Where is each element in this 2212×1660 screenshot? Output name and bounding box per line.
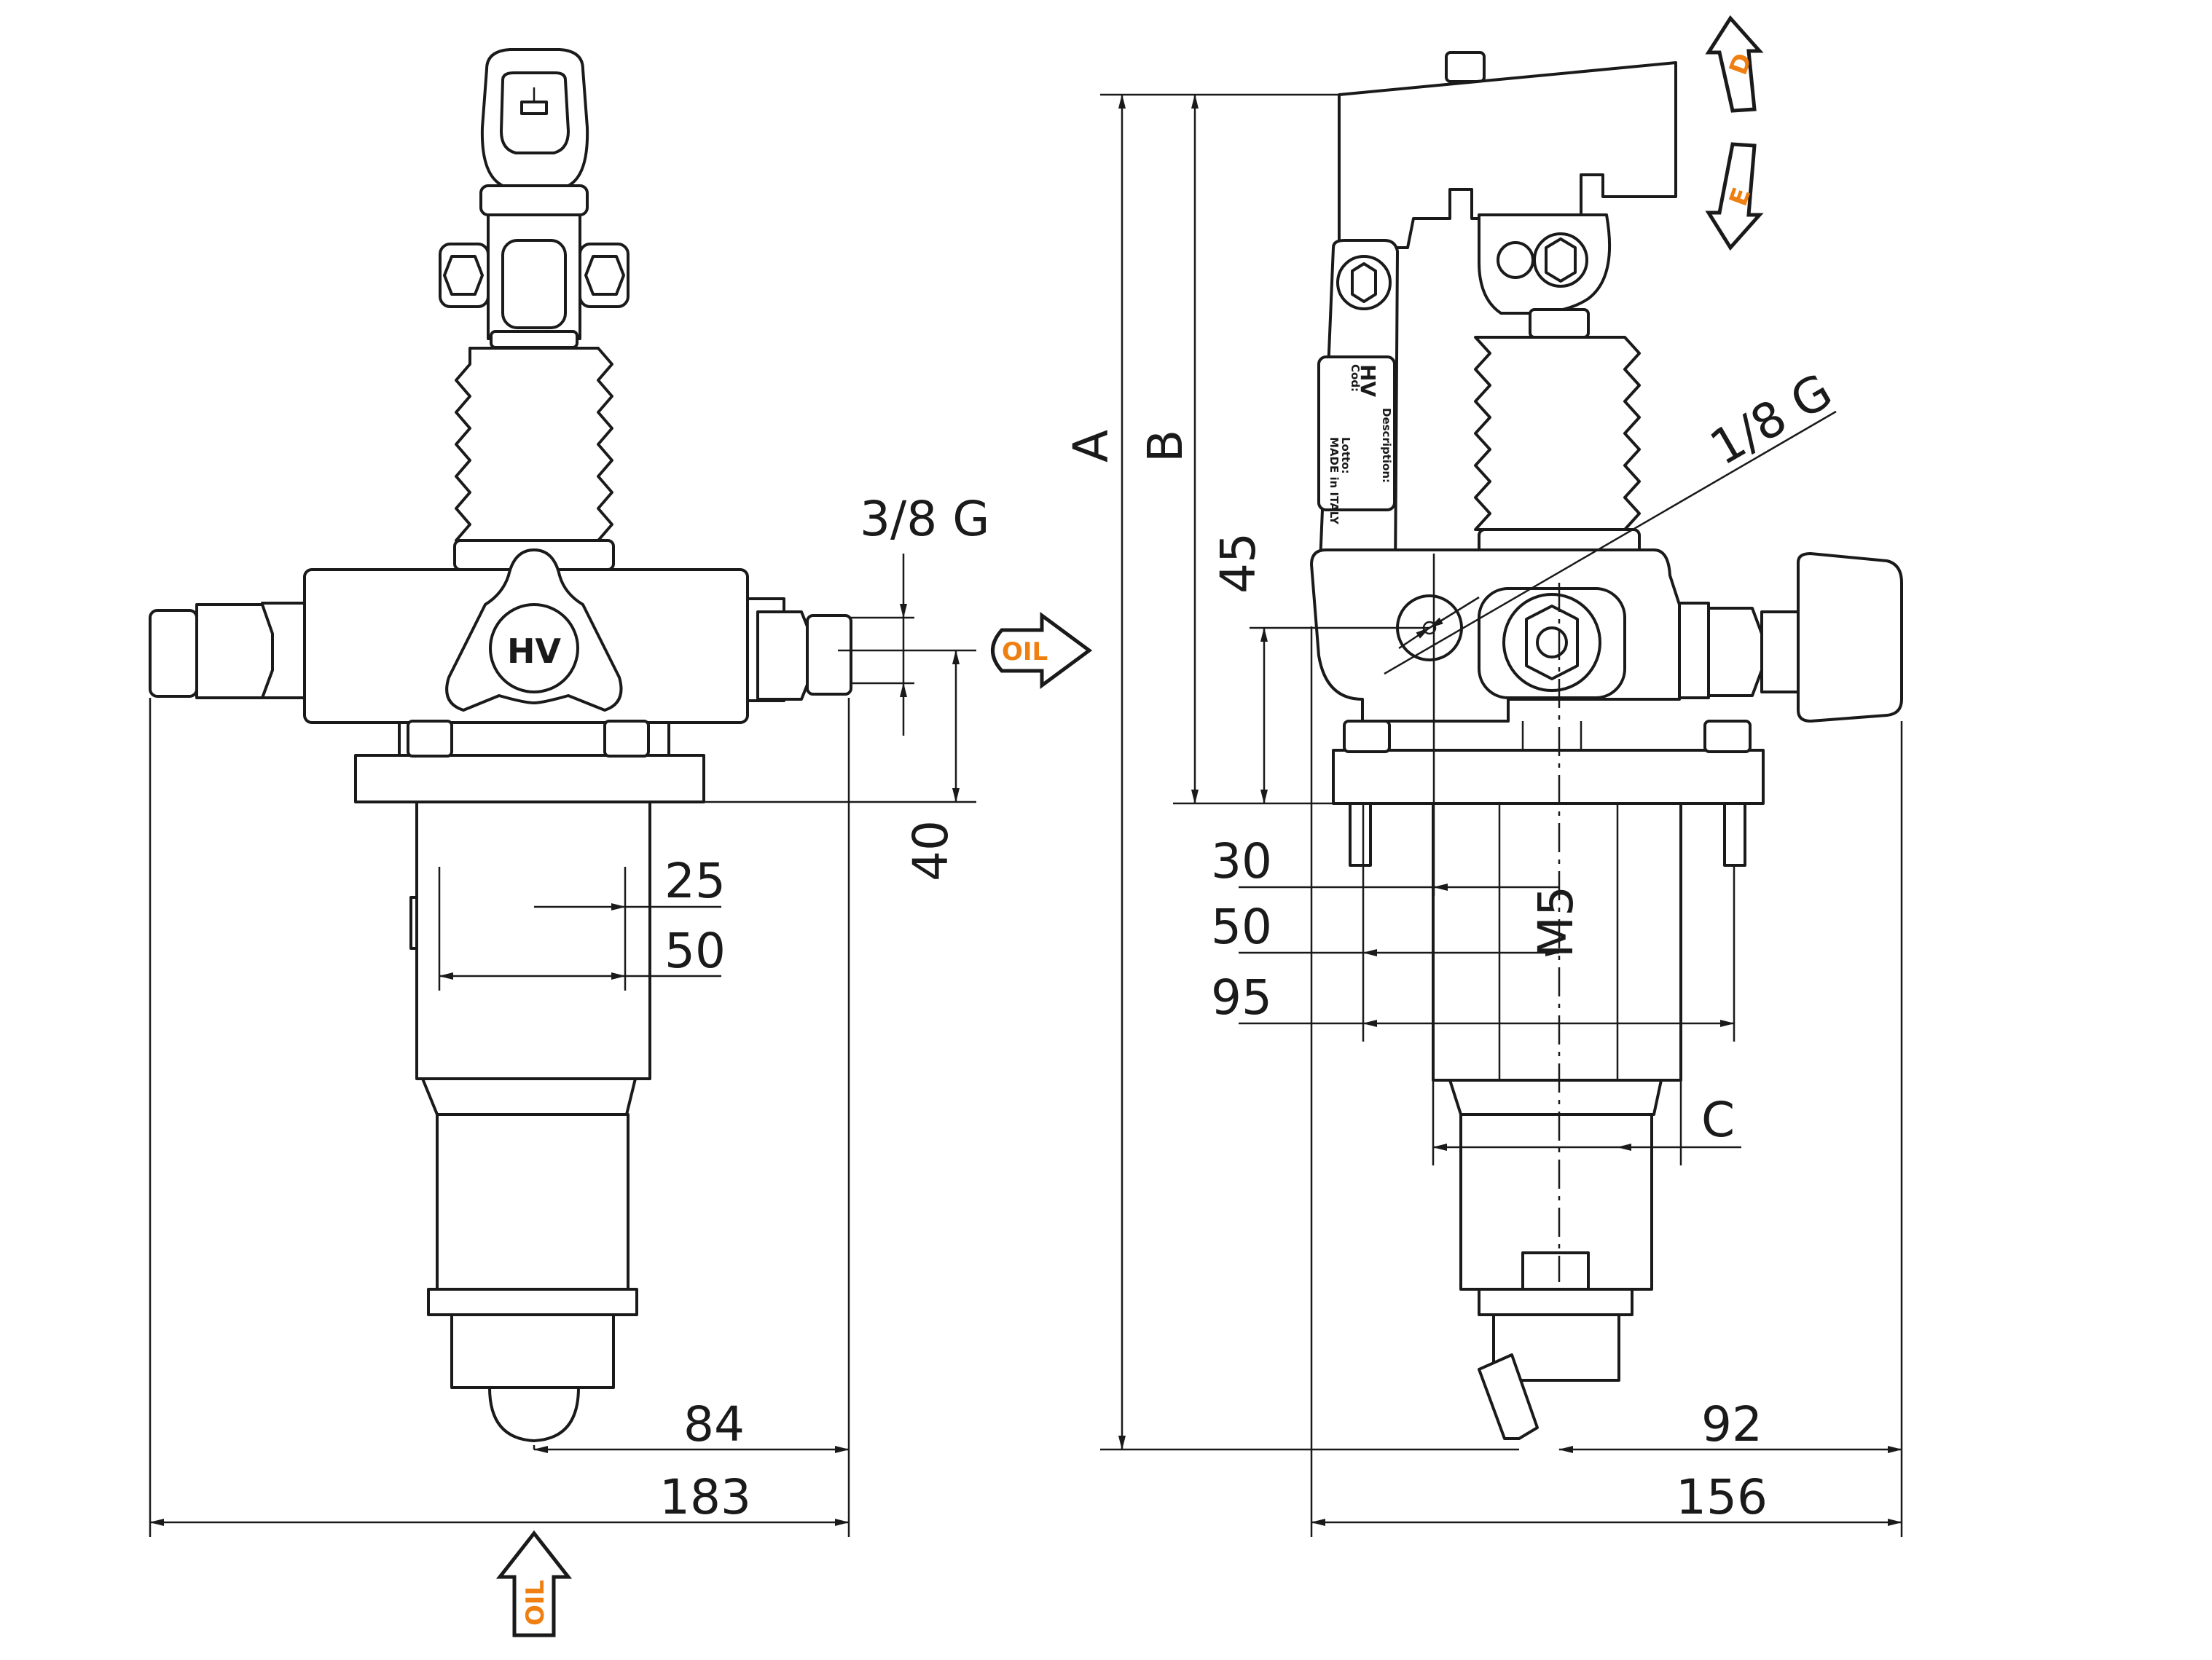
front-yoke: [439, 184, 630, 349]
oil-inlet-arrow: OIL: [495, 1530, 573, 1637]
dim-height-a: A: [1063, 430, 1119, 463]
dim-hole-30: 30: [1211, 833, 1272, 889]
dim-port-height: 45: [1210, 532, 1266, 594]
side-lever: [1338, 51, 1677, 315]
plate-description: Description:: [1380, 408, 1393, 483]
plate-made-in: MADE in ITALY: [1327, 437, 1341, 525]
dim-hole-50: 50: [1211, 899, 1272, 955]
front-handle-grip: [480, 48, 589, 187]
side-base-flange: [1332, 720, 1765, 867]
oil-inlet-label: OIL: [521, 1580, 550, 1626]
dim-height-to-outlet: 40: [903, 820, 959, 881]
side-reservoir: [1432, 802, 1682, 1440]
front-view: HV: [149, 48, 852, 1449]
dim-thread-outlet: 3/8 G: [860, 491, 989, 547]
front-knob-logo: HV: [507, 632, 561, 671]
dim-hole-95: 95: [1211, 969, 1272, 1026]
dim-gauge-thread: 1/8 G: [1701, 363, 1842, 476]
side-pump-body: [1310, 548, 1903, 772]
side-bellows: [1474, 308, 1641, 560]
front-dimensions: 3/8 G 40 25 50 84 183: [149, 491, 989, 1537]
side-plate-logo: HV: [1356, 364, 1380, 397]
oil-outlet-label: OIL: [1002, 637, 1048, 666]
side-view: HV Description: Cod: Lotto: MADE in ITAL…: [1310, 51, 1903, 1440]
lever-down-arrow: E: [1705, 142, 1764, 251]
dim-side-offset: 92: [1701, 1396, 1762, 1452]
oil-outlet-arrow: OIL: [991, 612, 1093, 689]
dim-bolt-half: 25: [664, 853, 726, 909]
dim-bolt-spacing: 50: [664, 923, 726, 979]
dim-thread-m5: M5: [1528, 886, 1584, 958]
lever-up-arrow: D: [1705, 15, 1764, 113]
front-pump-body: HV: [149, 548, 852, 724]
dim-side-overall-width: 156: [1676, 1469, 1768, 1525]
dim-height-b: B: [1137, 430, 1193, 463]
front-bellows: [453, 347, 615, 571]
dim-diameter-c: C: [1701, 1092, 1735, 1148]
dim-front-overall-width: 183: [659, 1469, 751, 1525]
side-dimensions: A B 45 1/8 G 30 50 95 M5 C: [1063, 93, 1903, 1537]
plate-code: Cod:: [1349, 364, 1362, 392]
front-reservoir: [409, 801, 651, 1442]
plate-lotto: Lotto:: [1339, 437, 1352, 474]
dim-front-offset: 84: [683, 1396, 745, 1452]
